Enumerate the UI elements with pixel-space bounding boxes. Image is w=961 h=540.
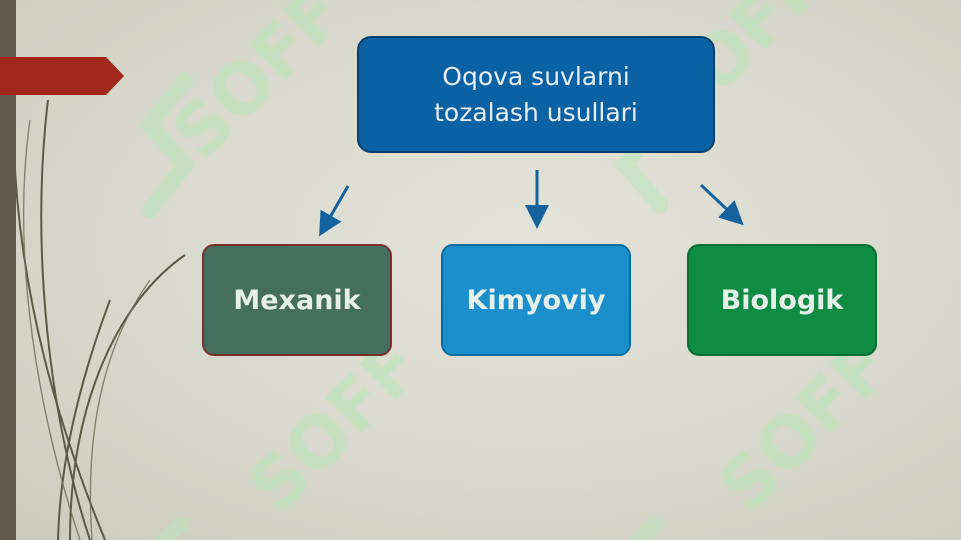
arrow-to-mexanik [319,185,350,237]
red-arrow-tab [0,57,124,95]
root-node-line-2: tozalash usullari [434,97,638,127]
node-kimyoviy: Kimyoviy [441,244,631,356]
left-accent-bar [0,0,16,540]
node-mexanik: Mexanik [202,244,392,356]
watermark-logo-icon [139,72,196,218]
node-biologik: Biologik [687,244,877,356]
node-biologik-label: Biologik [720,284,844,316]
root-node-line-1: Oqova suvlarni [442,61,630,91]
watermark-logo-icon [153,517,188,540]
watermark-logo-icon [628,517,663,540]
root-node: Oqova suvlarni tozalash usullari [357,36,715,153]
arrow-to-biologik [699,183,744,226]
node-mexanik-label: Mexanik [233,284,361,316]
node-kimyoviy-label: Kimyoviy [466,284,606,316]
